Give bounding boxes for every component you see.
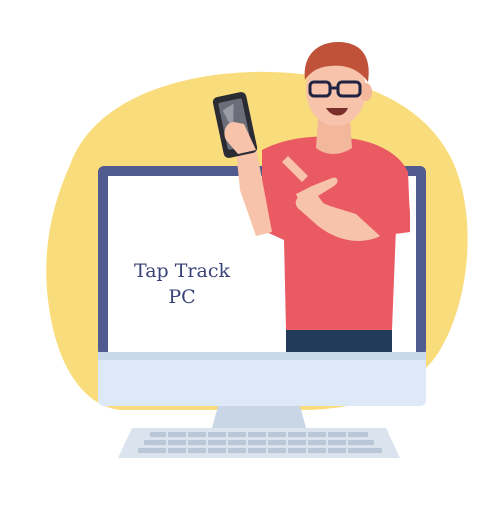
- monitor-stand: [212, 406, 306, 428]
- screen-text-line1: Tap Track: [134, 260, 230, 282]
- keyboard-icon: [118, 428, 400, 458]
- monitor-bezel-shadow: [98, 352, 426, 360]
- person-head: [306, 54, 366, 126]
- screen-text: Tap Track PC: [112, 258, 252, 310]
- phone-hand: [224, 122, 256, 154]
- person-neck: [316, 118, 352, 154]
- pointing-hand: [296, 177, 338, 208]
- glasses-icon: [308, 80, 362, 98]
- person-sleeve-right: [366, 150, 410, 236]
- person-ear: [360, 83, 372, 101]
- pointing-finger: [282, 156, 308, 182]
- monitor-bottom-bezel: [98, 352, 426, 406]
- person-hair: [304, 42, 369, 82]
- person-left-arm: [236, 148, 272, 236]
- screen-text-line2: PC: [168, 286, 196, 308]
- person-mouth: [326, 108, 348, 116]
- person-pants: [286, 325, 392, 357]
